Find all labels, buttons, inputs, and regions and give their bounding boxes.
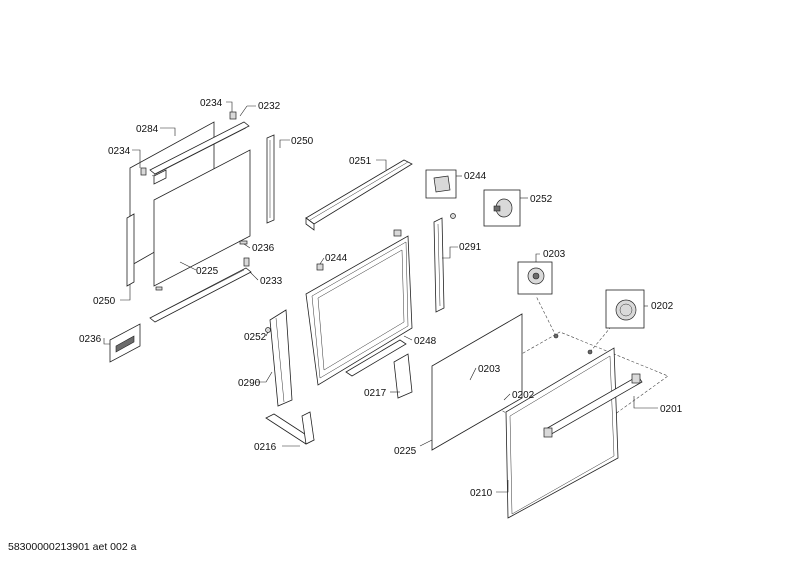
label-0252-left: 0252 bbox=[244, 332, 267, 343]
label-0236-left: 0236 bbox=[79, 334, 102, 345]
label-0225-left: 0225 bbox=[196, 266, 219, 277]
label-0248: 0248 bbox=[414, 336, 437, 347]
label-0216: 0216 bbox=[254, 442, 277, 453]
part-0236-small-right bbox=[239, 240, 248, 245]
document-id: 58300000213901 aet 002 a bbox=[8, 541, 137, 553]
label-0233: 0233 bbox=[260, 276, 283, 287]
label-0225-right: 0225 bbox=[394, 446, 417, 457]
label-0284: 0284 bbox=[136, 124, 159, 135]
label-0234-left: 0234 bbox=[108, 146, 131, 157]
label-0201: 0201 bbox=[660, 404, 683, 415]
label-0250-right: 0250 bbox=[291, 136, 314, 147]
label-0203-top: 0203 bbox=[543, 249, 566, 260]
part-0225-glass-right bbox=[431, 313, 523, 451]
label-0291: 0291 bbox=[459, 242, 482, 253]
part-0234-clip-left bbox=[140, 167, 147, 176]
label-0202-right: 0202 bbox=[651, 301, 674, 312]
label-0234-top: 0234 bbox=[200, 98, 223, 109]
label-0252-right: 0252 bbox=[530, 194, 553, 205]
label-0244-middle: 0244 bbox=[325, 253, 348, 264]
part-0217-bracket bbox=[345, 339, 407, 377]
label-0217: 0217 bbox=[364, 388, 387, 399]
part-0290-side-strip bbox=[269, 309, 293, 407]
part-0232-top-rail bbox=[149, 121, 250, 175]
part-0201-dashed-outline bbox=[461, 331, 669, 449]
part-0250-right-strip bbox=[266, 134, 275, 224]
part-0236-small-left bbox=[155, 286, 163, 291]
label-0290: 0290 bbox=[238, 378, 261, 389]
label-0250-left: 0250 bbox=[93, 296, 116, 307]
label-0203-middle: 0203 bbox=[478, 364, 501, 375]
label-0236-right: 0236 bbox=[252, 243, 275, 254]
part-0234-clip-top bbox=[229, 111, 237, 120]
label-0251: 0251 bbox=[349, 156, 372, 167]
part-0251-top-trim bbox=[305, 159, 413, 225]
label-0232: 0232 bbox=[258, 101, 281, 112]
part-0250-left-strip bbox=[126, 213, 135, 287]
part-0252-screw-left bbox=[265, 327, 271, 333]
label-0210: 0210 bbox=[470, 488, 493, 499]
part-0244-small-block bbox=[393, 229, 402, 237]
part-0225-glass bbox=[153, 149, 251, 287]
part-0248-inner-frame bbox=[305, 235, 413, 386]
part-0210-outer-door bbox=[505, 347, 619, 519]
label-0244-top: 0244 bbox=[464, 171, 487, 182]
part-0252-screw-right bbox=[450, 213, 456, 219]
label-0202-middle: 0202 bbox=[512, 390, 535, 401]
part-0233-bottom-rail bbox=[149, 267, 252, 323]
